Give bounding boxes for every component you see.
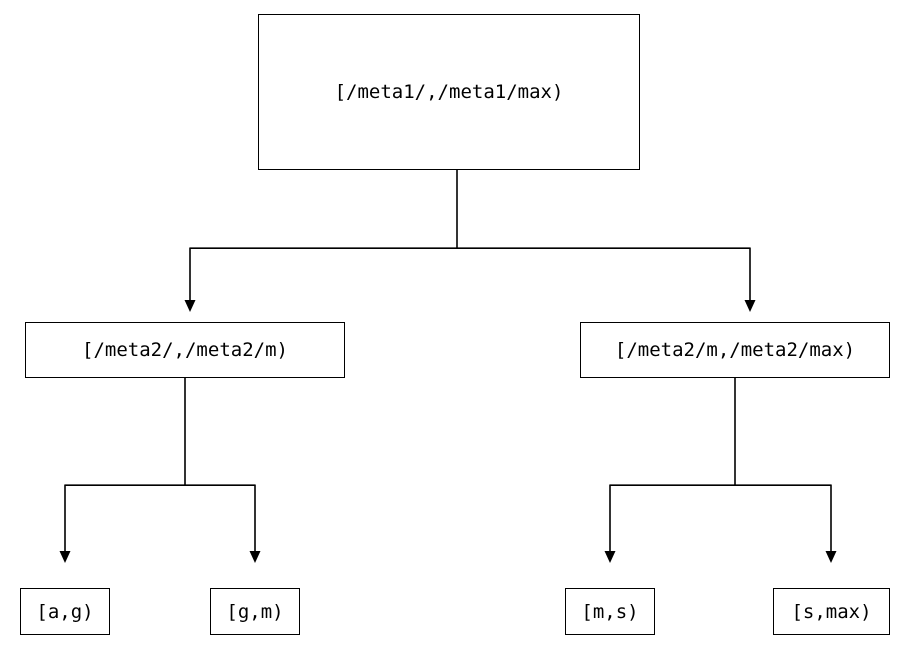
node-leaf-smax: [s,max) — [773, 588, 890, 635]
node-leaf-ms: [m,s) — [565, 588, 655, 635]
node-meta2-left-label: [/meta2/,/meta2/m) — [82, 339, 288, 361]
node-leaf-ms-label: [m,s) — [581, 600, 639, 623]
arrowhead-icon — [744, 300, 756, 312]
node-leaf-ag-label: [a,g) — [36, 600, 94, 623]
node-leaf-gm-label: [g,m) — [226, 600, 284, 623]
node-root: [/meta1/,/meta1/max) — [258, 14, 640, 170]
node-leaf-gm: [g,m) — [210, 588, 300, 635]
node-root-label: [/meta1/,/meta1/max) — [334, 81, 564, 103]
node-meta2-right: [/meta2/m,/meta2/max) — [580, 322, 890, 378]
arrowhead-icon — [249, 551, 261, 563]
node-meta2-left: [/meta2/,/meta2/m) — [25, 322, 345, 378]
node-leaf-smax-label: [s,max) — [791, 600, 872, 623]
node-meta2-right-label: [/meta2/m,/meta2/max) — [614, 339, 856, 361]
arrowhead-icon — [604, 551, 616, 563]
arrowhead-icon — [59, 551, 71, 563]
node-leaf-ag: [a,g) — [20, 588, 110, 635]
arrowhead-icon — [825, 551, 837, 563]
arrowhead-icon — [184, 300, 196, 312]
